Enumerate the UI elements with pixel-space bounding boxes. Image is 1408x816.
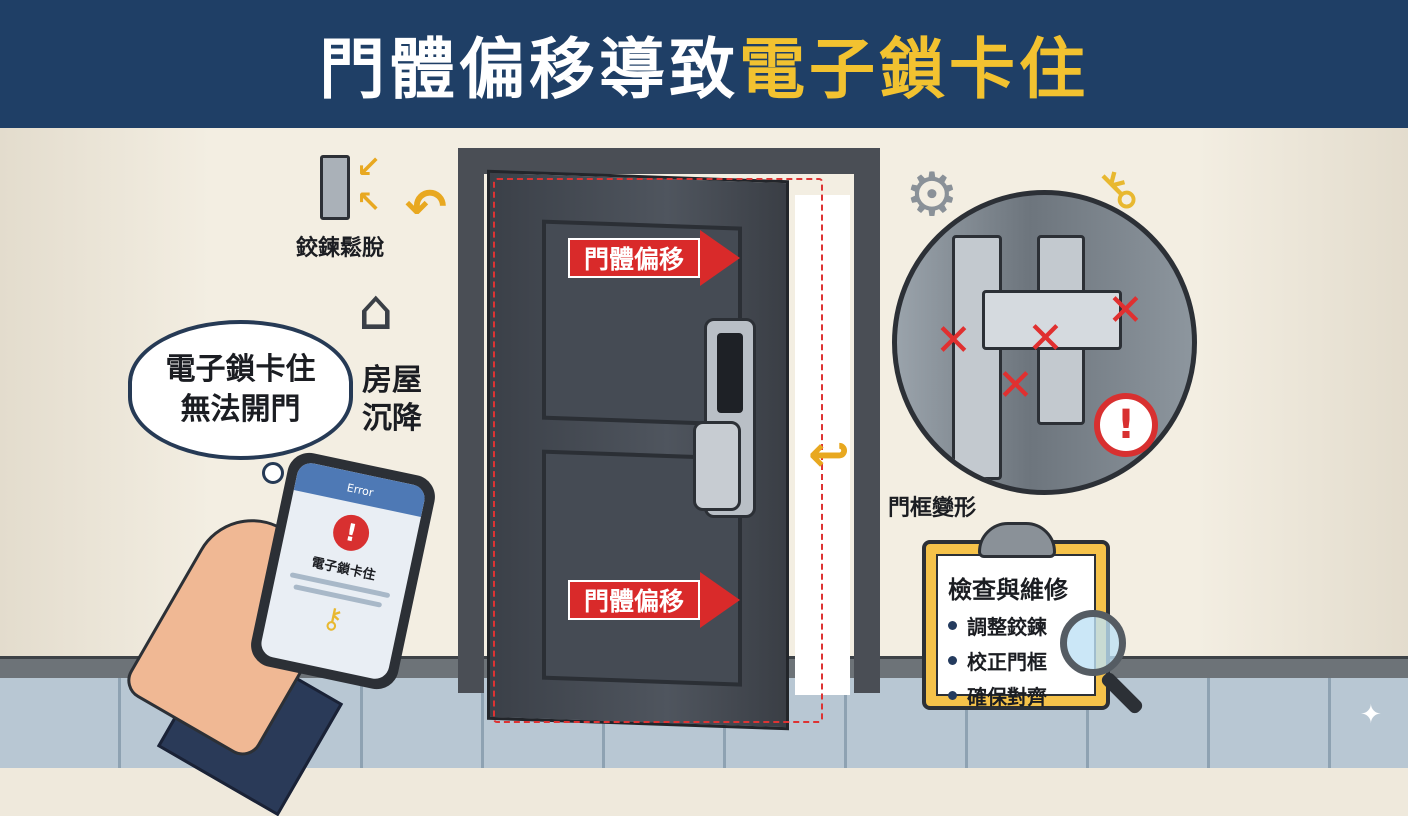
checklist-clipboard: 檢查與維修 調整鉸鍊 校正門框 確保對齊 [922,540,1110,710]
x-mark-icon: ✕ [997,360,1034,411]
bullet-icon [948,691,957,700]
sparkle-icon: ✦ [1360,700,1382,730]
thought-line2: 無法開門 [180,392,301,427]
thought-bubble: 電子鎖卡住 無法開門 [128,320,353,460]
offset-arrow-bottom: 門體偏移 [568,572,741,628]
settlement-line1: 房屋 [362,363,422,398]
error-icon: ! [329,511,373,555]
hinge-icon [320,155,350,220]
thought-dot [262,462,284,484]
keypad-icon [717,333,743,413]
curved-arrow-icon: ↩ [808,425,850,483]
checklist-paper: 檢查與維修 調整鉸鍊 校正門框 確保對齊 [936,554,1096,709]
lock-detail-zoom: ✕ ✕ ✕ ✕ [892,190,1197,495]
house-icon: ⌂ [358,278,394,343]
arrows-icon: ↙↖ [356,150,382,220]
magnifier-icon [1060,610,1126,676]
offset-arrow-top: 門體偏移 [568,230,741,286]
door-frame [458,148,880,693]
x-mark-icon: ✕ [1107,285,1144,336]
offset-label: 門體偏移 [568,580,701,620]
title-main: 門體偏移導致 [319,31,739,108]
title-banner: 門體偏移導致電子鎖卡住 [0,0,1408,128]
strike-plate [952,235,1002,480]
checklist-item-text: 調整鉸鍊 [967,615,1047,639]
smart-lock [693,318,756,518]
page-title: 門體偏移導致電子鎖卡住 [319,16,1089,112]
checklist-item: 校正門框 [948,646,1084,675]
clip-icon [978,522,1056,558]
lock-handle [693,421,741,511]
checklist-item: 調整鉸鍊 [948,611,1084,640]
title-highlight: 電子鎖卡住 [739,31,1089,108]
bullet-icon [948,656,957,665]
arrow-tip-icon [700,572,741,628]
warning-icon: ! [1094,393,1158,457]
x-mark-icon: ✕ [935,315,972,366]
thought-line1: 電子鎖卡住 [165,352,316,387]
phone-screen: Error ! 電子鎖卡住 ⚷ [258,460,428,682]
bullet-icon [948,621,957,630]
x-mark-icon: ✕ [1027,313,1064,364]
checklist-item: 確保對齊 [948,681,1084,710]
checklist-title: 檢查與維修 [948,576,1068,604]
checklist-item-text: 校正門框 [967,650,1047,674]
curved-arrow-icon: ↶ [405,178,447,236]
frame-label: 門框變形 [888,496,977,521]
alignment-outline [493,178,823,723]
settlement-line2: 沉降 [362,401,422,436]
hinge-label: 鉸鍊鬆脫 [296,236,385,261]
latch-bolt [982,290,1122,350]
checklist-item-text: 確保對齊 [967,685,1047,709]
settlement-label: 房屋沉降 [362,362,422,438]
offset-label: 門體偏移 [568,238,701,278]
arrow-tip-icon [700,230,741,286]
gear-icon: ⚙ [905,160,959,230]
